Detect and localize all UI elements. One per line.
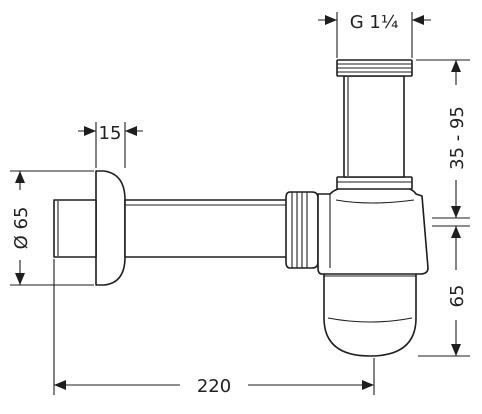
bottle-body: [317, 187, 429, 275]
trap-height-dimension: 65: [418, 225, 470, 357]
bottle-trap-drawing: [53, 59, 429, 357]
wall-distance-label: 220: [197, 376, 231, 397]
thread-dimension: G 1¼: [318, 12, 431, 58]
union-nut: [285, 191, 319, 269]
bottle-cup: [323, 271, 417, 357]
height-range-label: 35 - 95: [447, 106, 468, 170]
rosette-diameter-label: Ø 65: [11, 207, 32, 250]
trap-height-label: 65: [447, 285, 468, 308]
height-range-dimension: 35 - 95: [416, 59, 470, 219]
rosette-width-label: 15: [99, 123, 122, 144]
rosette-diameter-dimension: Ø 65: [10, 170, 94, 286]
rosette-width-dimension: 15: [78, 122, 143, 168]
wall-pipe-stub: [53, 199, 97, 258]
dimension-lines: G 1¼ 15 Ø 65: [10, 12, 470, 397]
body-collar: [336, 176, 413, 190]
thread-label: G 1¼: [350, 12, 399, 33]
wall-distance-dimension: 220: [53, 259, 375, 397]
wall-rosette: [95, 170, 126, 286]
thread-connector: [336, 59, 413, 77]
vertical-pipe: [343, 75, 405, 178]
horizontal-pipe: [124, 199, 291, 258]
